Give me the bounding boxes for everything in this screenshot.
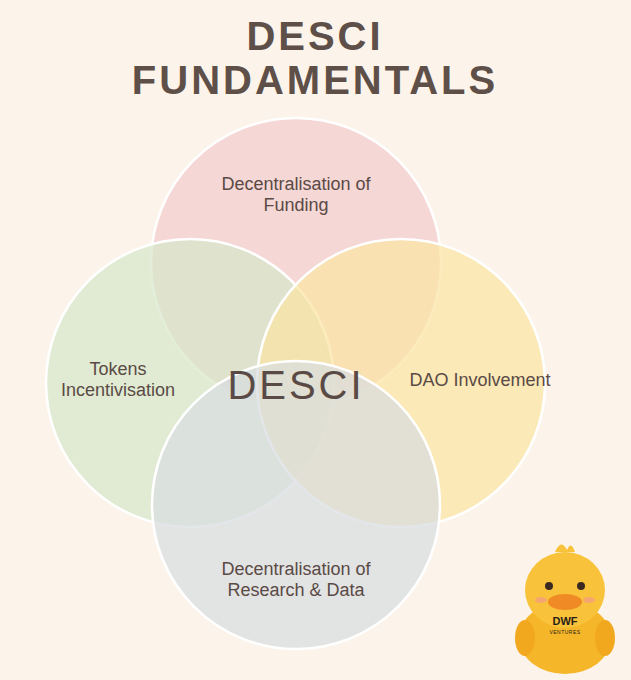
- circle-label: Tokens Incentivisation: [43, 359, 193, 401]
- center-label: DESCI: [227, 363, 364, 407]
- circle-label: Decentralisation of Research & Data: [191, 559, 401, 601]
- duck-logo: [505, 530, 631, 680]
- diagram-title: DESCI FUNDAMENTALS: [115, 14, 515, 102]
- circle-label: Decentralisation of Funding: [196, 174, 396, 216]
- logo-text: VENTURES: [549, 630, 580, 636]
- circle-label: DAO Involvement: [405, 370, 555, 391]
- logo-text: DWF: [552, 615, 577, 627]
